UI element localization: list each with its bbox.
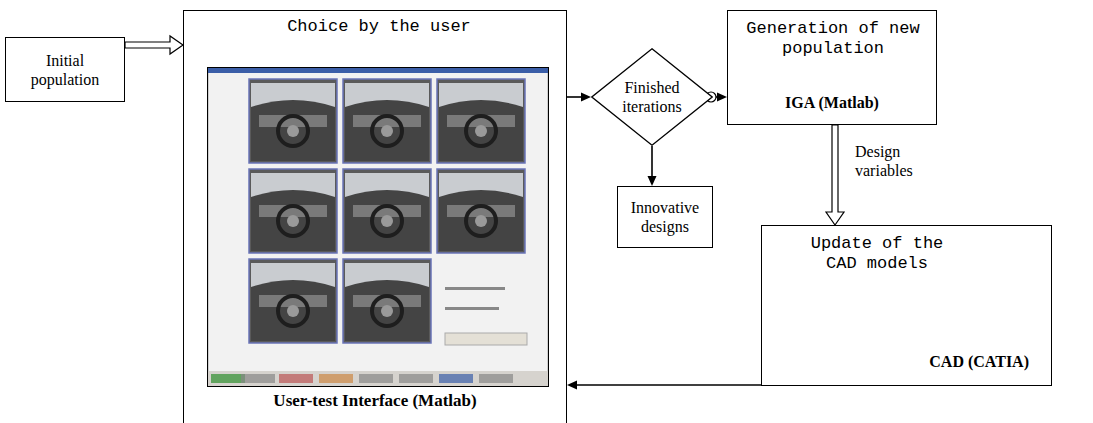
interface-screenshot bbox=[207, 67, 549, 387]
dashboard-shape bbox=[251, 280, 335, 341]
process-title: Generation of new population bbox=[736, 19, 930, 59]
tool-name: CAD (CATIA) bbox=[929, 352, 1029, 371]
thumbnail-frame bbox=[343, 79, 431, 163]
dashboard-shape bbox=[439, 100, 523, 161]
steering-hub bbox=[287, 215, 299, 227]
steering-hub bbox=[381, 125, 393, 137]
input-box: Initial population bbox=[5, 37, 125, 102]
steering-wheel bbox=[278, 296, 308, 326]
status-line bbox=[445, 287, 505, 290]
steering-wheel bbox=[278, 206, 308, 236]
car-interior-thumbnail bbox=[249, 259, 337, 343]
taskbar-item bbox=[319, 374, 353, 383]
steering-wheel bbox=[372, 206, 402, 236]
steering-hub bbox=[287, 125, 299, 137]
flow-arrow bbox=[648, 146, 657, 186]
diamond-outline bbox=[591, 48, 713, 146]
flow-arrow bbox=[567, 381, 761, 390]
steering-hub bbox=[475, 125, 487, 137]
connector-line bbox=[576, 384, 761, 386]
arrow-head bbox=[581, 93, 591, 102]
connector-line bbox=[567, 96, 582, 98]
diamond-shape bbox=[592, 49, 712, 145]
car-interior-thumbnail bbox=[343, 169, 431, 253]
thumbnail-frame bbox=[343, 259, 431, 343]
screenshot-frame bbox=[208, 68, 549, 387]
car-interior-thumbnail bbox=[249, 79, 337, 163]
status-line bbox=[445, 307, 499, 310]
dashboard-shape bbox=[251, 100, 335, 161]
box-label: Initial population bbox=[12, 51, 118, 89]
window-titlebar bbox=[208, 68, 548, 73]
taskbar bbox=[208, 371, 548, 386]
panel-title: Choice by the user bbox=[279, 17, 479, 37]
car-interior-thumbnail bbox=[437, 169, 525, 253]
dashboard-shape bbox=[345, 100, 429, 161]
dashboard-shape bbox=[345, 190, 429, 251]
steering-wheel bbox=[372, 296, 402, 326]
thumbnail-frame bbox=[249, 259, 337, 343]
taskbar-item bbox=[279, 374, 313, 383]
interface-caption: User-test Interface (Matlab) bbox=[184, 391, 566, 410]
taskbar-item bbox=[241, 374, 275, 383]
arrow-head bbox=[567, 381, 577, 390]
steering-hub bbox=[381, 305, 393, 317]
box-label: Innovative designs bbox=[624, 198, 706, 236]
output-box: Innovative designs bbox=[617, 186, 713, 248]
dashboard-shape bbox=[345, 280, 429, 341]
steering-wheel bbox=[466, 206, 496, 236]
tool-name: IGA (Matlab) bbox=[728, 93, 936, 112]
steering-wheel bbox=[372, 116, 402, 146]
thumbnail-frame bbox=[249, 169, 337, 253]
steering-hub bbox=[381, 215, 393, 227]
taskbar-item bbox=[479, 374, 513, 383]
taskbar-item bbox=[359, 374, 393, 383]
thumbnail-frame bbox=[343, 169, 431, 253]
thumbnail-frame bbox=[437, 79, 525, 163]
car-interior-thumbnail bbox=[437, 79, 525, 163]
steering-hub bbox=[287, 305, 299, 317]
arrow-head bbox=[648, 176, 657, 186]
hollow-arrow bbox=[125, 36, 183, 54]
arrow-head bbox=[717, 93, 727, 102]
thumbnail-frame bbox=[437, 169, 525, 253]
taskbar-item bbox=[439, 374, 473, 383]
car-interior-thumbnail bbox=[343, 79, 431, 163]
process-box: Generation of new populationIGA (Matlab) bbox=[727, 10, 937, 125]
thumbnail-frame bbox=[249, 79, 337, 163]
hollow-arrow bbox=[826, 125, 844, 225]
dashboard-shape bbox=[439, 190, 523, 251]
process-title: Update of the CAD models bbox=[792, 234, 962, 274]
dashboard-shape bbox=[251, 190, 335, 251]
decision-label: Finished iterations bbox=[612, 78, 692, 116]
edge-label: Design variables bbox=[855, 142, 935, 180]
user-choice-panel: Choice by the userUser-test Interface (M… bbox=[183, 10, 567, 423]
taskbar-item bbox=[399, 374, 433, 383]
process-box: Update of the CAD modelsCAD (CATIA) bbox=[761, 225, 1052, 386]
steering-wheel bbox=[278, 116, 308, 146]
car-interior-thumbnail bbox=[343, 259, 431, 343]
car-interior-thumbnail bbox=[249, 169, 337, 253]
steering-hub bbox=[475, 215, 487, 227]
decision-diamond: Finished iterations bbox=[591, 48, 713, 146]
steering-wheel bbox=[466, 116, 496, 146]
flow-arrow bbox=[567, 93, 591, 102]
validate-button bbox=[445, 333, 527, 345]
taskbar-item bbox=[211, 374, 245, 383]
connector-line bbox=[651, 146, 653, 177]
